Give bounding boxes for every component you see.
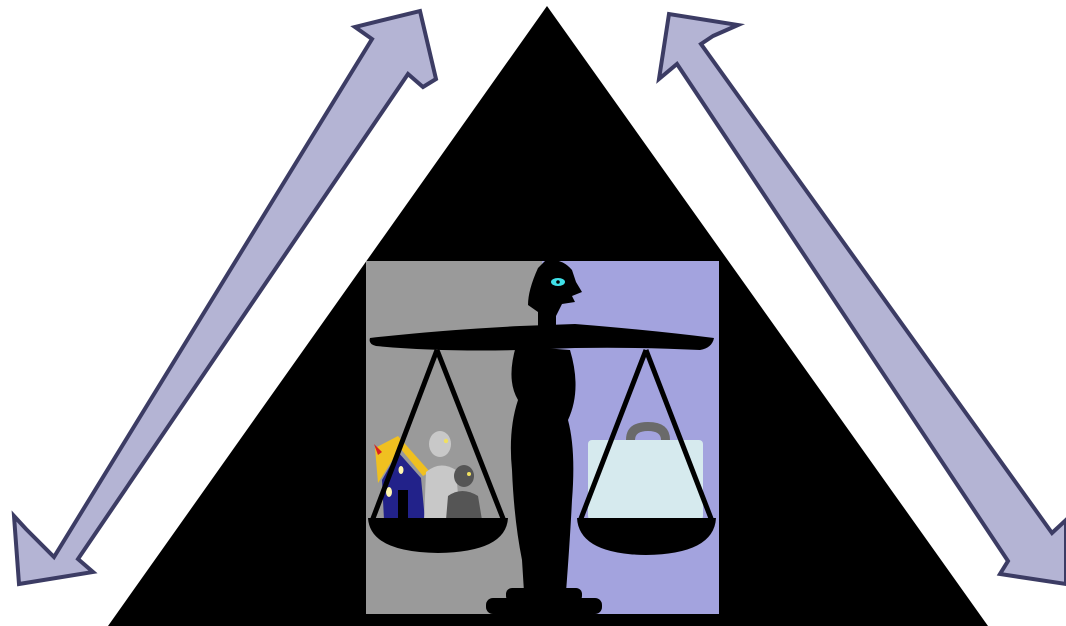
justice-triangle-illustration [0, 0, 1066, 626]
